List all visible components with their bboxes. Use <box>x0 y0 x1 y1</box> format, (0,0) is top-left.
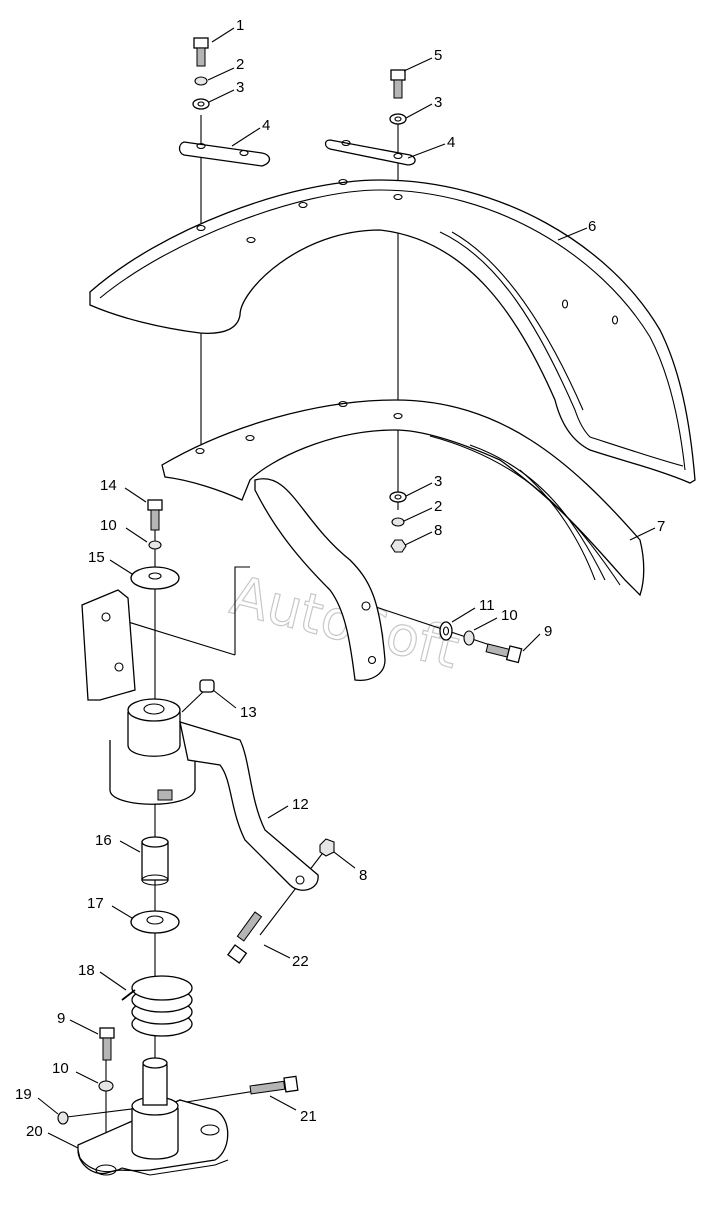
base-plate-20 <box>77 1057 229 1176</box>
callout-13: 13 <box>240 704 257 721</box>
callout-14: 14 <box>100 477 117 494</box>
callout-5: 5 <box>434 47 442 64</box>
callout-12: 12 <box>292 796 309 813</box>
callout-20: 20 <box>26 1123 43 1140</box>
spring-washer-10-lower <box>98 1080 114 1092</box>
callout-16: 16 <box>95 832 112 849</box>
callout-10: 10 <box>52 1060 69 1077</box>
callout-3: 3 <box>236 79 244 96</box>
callout-9: 9 <box>57 1010 65 1027</box>
bushing-16 <box>141 836 169 886</box>
callout-9: 9 <box>544 623 552 640</box>
spring-washer-2 <box>194 76 208 86</box>
washer-3-lower <box>389 491 407 503</box>
bolt-22 <box>227 911 263 964</box>
bracket-plate-vertical <box>81 589 136 701</box>
callout-19: 19 <box>15 1086 32 1103</box>
callout-11: 11 <box>479 597 495 614</box>
callout-8: 8 <box>359 867 367 884</box>
callout-10: 10 <box>100 517 117 534</box>
spring-washer-10-right <box>463 630 475 646</box>
bolt-21 <box>249 1075 299 1095</box>
fender-lower-part <box>161 399 645 681</box>
callout-leaders <box>37 27 656 1149</box>
washer-15 <box>130 566 180 590</box>
callout-17: 17 <box>87 895 104 912</box>
callout-2: 2 <box>236 56 244 73</box>
callout-2: 2 <box>434 498 442 515</box>
washer-17 <box>130 910 180 934</box>
nut-8-upper <box>390 539 407 553</box>
callout-18: 18 <box>78 962 95 979</box>
torsion-spring-18 <box>121 975 193 1037</box>
bolt-9-lower <box>99 1027 115 1061</box>
bolt-1 <box>193 37 209 67</box>
callout-labels: 1 2 3 4 5 3 4 6 3 2 8 7 14 10 15 11 10 9… <box>15 17 665 1140</box>
callout-10: 10 <box>501 607 518 624</box>
bolt-5 <box>390 69 406 99</box>
callout-22: 22 <box>292 953 309 970</box>
bracket-plate-left <box>178 141 271 167</box>
callout-7: 7 <box>657 518 665 535</box>
callout-3: 3 <box>434 94 442 111</box>
bracket-plate-right <box>324 139 416 166</box>
spring-washer-2-lower <box>391 517 405 527</box>
callout-4: 4 <box>447 134 455 151</box>
callout-6: 6 <box>588 218 596 235</box>
spring-washer-10-left <box>148 540 162 550</box>
callout-8: 8 <box>434 522 442 539</box>
nut-8-lower <box>319 838 335 857</box>
nut-19 <box>57 1111 69 1125</box>
callout-15: 15 <box>88 549 105 566</box>
callout-21: 21 <box>300 1108 317 1125</box>
swivel-housing-12 <box>109 698 319 891</box>
washer-3-right <box>389 113 407 125</box>
callout-1: 1 <box>236 17 244 34</box>
washer-11 <box>439 621 453 641</box>
grease-nipple-13 <box>199 679 215 693</box>
callout-4: 4 <box>262 117 270 134</box>
fender-upper-part <box>89 178 696 484</box>
bolt-9-right <box>485 643 523 664</box>
bolt-14 <box>147 499 163 531</box>
washer-3 <box>192 98 210 110</box>
callout-3: 3 <box>434 473 442 490</box>
